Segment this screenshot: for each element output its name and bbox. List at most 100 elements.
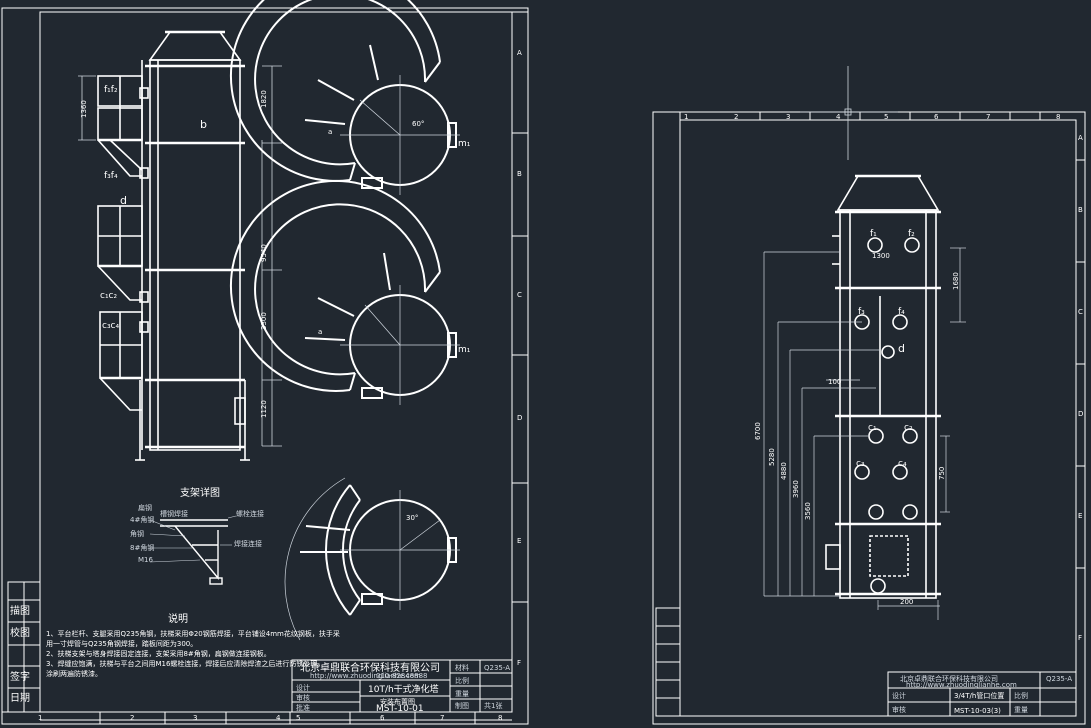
drawing-name: 10T/h干式净化塔 — [368, 683, 439, 695]
tb-label: 审核 — [892, 705, 906, 714]
detail-label: 扁钢 — [138, 503, 152, 512]
tb-label: 审核 — [296, 693, 310, 702]
note-line: 用一寸焊管与Q235角钢焊接，踏板间距为300。 — [46, 639, 197, 648]
col-number: 4 — [836, 113, 841, 121]
dim: 750 — [938, 467, 946, 480]
zone-letter: F — [517, 659, 521, 667]
col-number: 4 — [276, 714, 281, 722]
col-number: 8 — [498, 714, 502, 722]
tower-elevation — [78, 30, 282, 461]
label-f-top: f₁f₂ — [104, 85, 118, 95]
material: Q235-A — [484, 664, 510, 672]
dim: 6700 — [754, 422, 762, 440]
label-angle: 60° — [412, 120, 424, 128]
col-number: 3 — [193, 714, 197, 722]
tower-2-labels: f₁ f₂ f₃ f₄ d c₁ c₂ c₃ c₄ 6700 5280 4880… — [754, 229, 960, 606]
zone-letter: E — [1078, 512, 1082, 520]
note-line: 2、扶梯支架与塔身焊接固定连接，支架采用8#角钢，扁钢做连接钢板。 — [46, 649, 271, 658]
detail-title: 支架详图 — [180, 486, 220, 499]
title-block-2 — [887, 671, 1077, 717]
plan-view-3 — [284, 477, 460, 641]
label-f-mid: f₃f₄ — [104, 171, 118, 181]
dim: 5280 — [768, 448, 776, 466]
dim-upper: 1820 — [260, 90, 268, 108]
zone-letter: C — [1078, 308, 1083, 316]
support-detail-labels: 支架详图 扁钢 4#角钢 角钢 8#角钢 M16 螺栓连接 焊接连接 槽钢焊接 — [130, 486, 264, 564]
detail-label: 8#角钢 — [130, 543, 154, 552]
col-number: 6 — [380, 714, 385, 722]
detail-label: 角钢 — [130, 529, 144, 538]
zone-letter: E — [517, 537, 521, 545]
col-number: 1 — [38, 714, 42, 722]
company-url: http://www.zhuodinglianhe.com — [310, 672, 421, 680]
detail-label: 槽钢焊接 — [160, 509, 188, 518]
label-a: a — [318, 328, 322, 336]
col-number: 5 — [296, 714, 300, 722]
sheet2-zone-letters: A B C D E F — [1078, 134, 1083, 642]
label-c3: c₃ — [856, 459, 865, 469]
title-block-1 — [291, 659, 513, 713]
company-name: 北京卓鼎联合环保科技有限公司 — [300, 661, 440, 674]
company-url: http://www.zhuodinglianhe.com — [906, 681, 1017, 689]
label-d: d — [898, 342, 905, 355]
drawing-subname: 安装布置图 — [380, 697, 415, 706]
dim: 1680 — [952, 272, 960, 290]
stamp-label: 签字 — [10, 670, 30, 683]
dim: 1300 — [872, 252, 890, 260]
stamp-label: 校图 — [10, 626, 30, 639]
label-d: d — [120, 194, 127, 207]
tb-label: 设计 — [892, 691, 906, 700]
note-line: 1、平台栏杆、支腿采用Q235角钢，扶梯采用Φ20钢筋焊接，平台铺设4mm花纹钢… — [46, 629, 340, 638]
support-detail — [149, 515, 237, 585]
note-line: 3、焊缝应饱满，扶梯与平台之间用M16螺栓连接，焊接后应清除焊渣之后进行防锈处理… — [46, 659, 324, 668]
label-angle: 30° — [406, 514, 418, 522]
label-f2: f₂ — [908, 229, 915, 239]
label-a: a — [328, 128, 332, 136]
zone-letter: C — [517, 291, 522, 299]
dim: 4880 — [780, 462, 788, 480]
label-f1: f₁ — [870, 229, 877, 239]
sheet1-zone-letters: A B C D E F — [517, 49, 522, 667]
label-c4: c₄ — [898, 459, 907, 469]
stamp-label: 日期 — [10, 692, 30, 704]
detail-label: 4#角钢 — [130, 515, 154, 524]
dim: 3960 — [792, 480, 800, 498]
tb-label: 重量 — [1014, 706, 1028, 714]
drawing-name: 3/4T/h管口位置 — [954, 691, 1004, 700]
col-number: 3 — [786, 113, 790, 121]
plan-view-1 — [229, 0, 460, 195]
tb-label: 材料 — [455, 663, 469, 672]
sheet2-outer-border — [652, 111, 1086, 725]
tb-label: 比例 — [1014, 691, 1028, 700]
drawing-no: MST-10-03(3) — [954, 707, 1001, 715]
sheet-2 — [652, 66, 1086, 725]
col-number: 2 — [130, 714, 134, 722]
zone-letter: B — [1078, 206, 1083, 214]
tower-elevation-2 — [763, 174, 966, 620]
tb-label: 设计 — [296, 683, 310, 692]
plan-view-2 — [229, 179, 460, 405]
detail-label: M16 — [138, 556, 153, 564]
detail-label: 焊接连接 — [234, 539, 262, 548]
zone-letter: A — [517, 49, 522, 57]
notes-block: 说明 1、平台栏杆、支腿采用Q235角钢，扶梯采用Φ20钢筋焊接，平台铺设4mm… — [46, 612, 340, 678]
zone-letter: D — [517, 414, 522, 422]
dim: 3560 — [804, 502, 812, 520]
sheet1-outer-border — [1, 7, 529, 725]
tb-label: 批准 — [296, 703, 310, 712]
col-number: 7 — [986, 113, 990, 121]
tb-label: 重量 — [455, 690, 469, 698]
zone-letter: D — [1078, 410, 1083, 418]
zone-letter: B — [517, 170, 522, 178]
sheet1-inner-border — [39, 11, 513, 713]
plan-labels: m₁ m₁ a a 60° 30° — [318, 120, 471, 522]
label-c2: c₂ — [904, 423, 913, 433]
col-number: 6 — [934, 113, 939, 121]
sheet-count: 共1张 — [484, 701, 502, 710]
notes-title: 说明 — [168, 612, 188, 625]
company-name: 北京卓鼎联合环保科技有限公司 — [900, 674, 998, 683]
sheet1-side-stamps: 描图 校图 签字 日期 — [10, 604, 30, 704]
sheet1-col-numbers: 1 2 3 4 5 6 7 8 — [38, 714, 502, 722]
col-number: 2 — [734, 113, 738, 121]
